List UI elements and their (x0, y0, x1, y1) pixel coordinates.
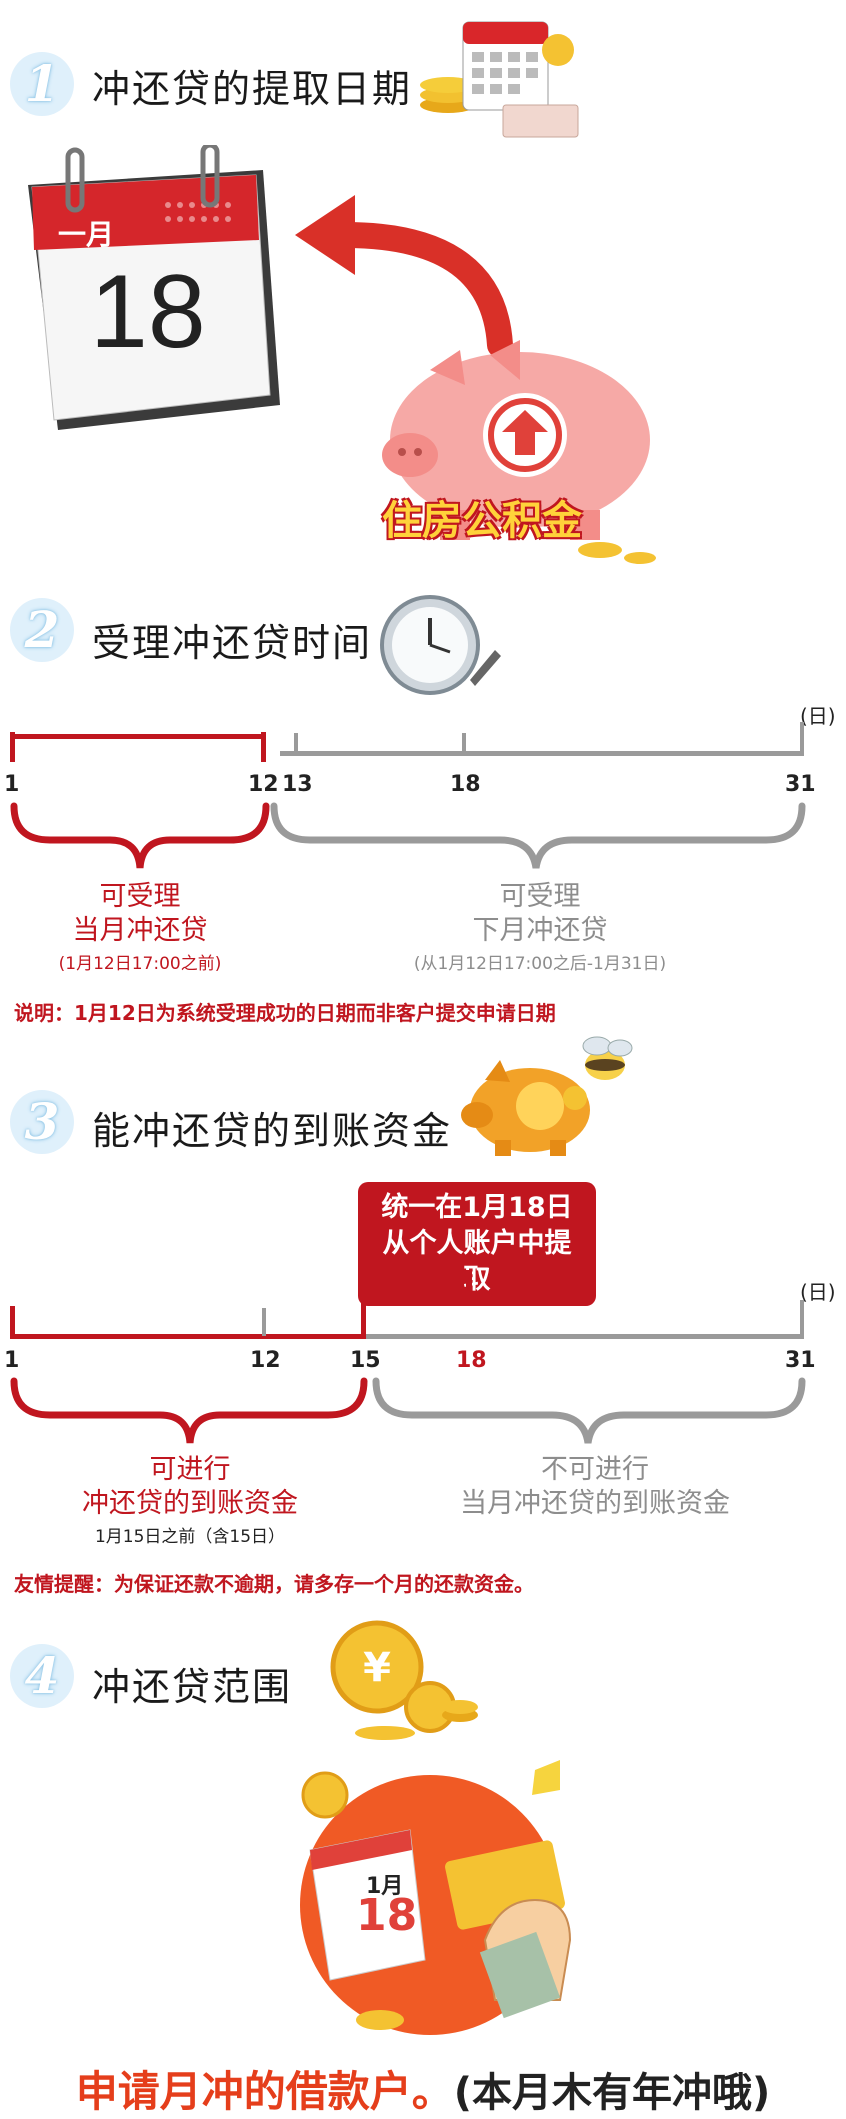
timeline-1-label-12: 12 (248, 772, 279, 797)
timeline-2-label-12: 12 (250, 1348, 281, 1373)
yen-coins-icon: ¥ (330, 1620, 478, 1740)
final-card-day: 18 (356, 1890, 418, 1941)
timeline-2-callout: 统一在1月18日 从个人账户中提取 (358, 1182, 596, 1306)
timeline-1-right-sub: (从1月12日17:00之后-1月31日) (413, 954, 667, 974)
timeline-1-label-1: 1 (4, 772, 20, 797)
timeline-1-tick-1 (10, 732, 15, 762)
timeline-1-tick-31 (800, 722, 804, 756)
timeline-2-note: 友情提醒：为保证还款不逾期，请多存一个月的还款资金。 (14, 1572, 534, 1596)
timeline-1-label-13: 13 (282, 772, 313, 797)
timeline-2-left-line1: 可进行 (149, 1454, 231, 1485)
timeline-1-label-31: 31 (785, 772, 816, 797)
timeline-2-red-bar (10, 1334, 366, 1339)
timeline-1-right-line1: 可受理 (499, 881, 581, 912)
section-3-number: 3 (10, 1090, 74, 1154)
timeline-2-right-line2: 当月冲还贷的到账资金 (460, 1488, 730, 1519)
timeline-2-right-line1: 不可进行 (541, 1454, 649, 1485)
timeline-2-gray-bar (366, 1334, 804, 1339)
calendar-month: 一月 (58, 218, 115, 251)
curved-arrow-icon (295, 195, 513, 355)
timeline-1-left-brace (10, 802, 270, 869)
section-2-title: 受理冲还贷时间 (92, 621, 373, 665)
timeline-2-left-line2: 冲还贷的到账资金 (82, 1488, 298, 1519)
timeline-2-right-group: 不可进行 当月冲还贷的到账资金 (420, 1453, 770, 1521)
timeline-2-callout-line1: 统一在1月18日 (381, 1192, 573, 1223)
timeline-2-left-sub: 1月15日之前（含15日） (94, 1527, 286, 1547)
piggy-label: 住房公积金 (382, 498, 582, 544)
final-main-text: 申请月冲的借款户。 (75, 2067, 454, 2116)
timeline-1-left-group: 可受理 当月冲还贷 (1月12日17:00之前) (0, 880, 280, 976)
final-card-month: 1月 (366, 1874, 404, 1899)
final-illustration: 1月 18 (270, 1740, 600, 2040)
timeline-1-right-line2: 下月冲还贷 (472, 915, 608, 946)
svg-text:¥: ¥ (363, 1645, 391, 1691)
section-1-number: 1 (10, 52, 74, 116)
piggy-yen-bee-icon (461, 1036, 633, 1156)
timeline-2-tick-31 (800, 1300, 804, 1338)
section-4-number: 4 (10, 1644, 74, 1708)
big-calendar: 一月 18 (18, 145, 288, 435)
timeline-2-left-brace (10, 1377, 368, 1444)
piggy-bank: 住房公积金 (370, 340, 660, 570)
timeline-1-left-sub: (1月12日17:00之前) (58, 954, 222, 974)
section-2-number: 2 (10, 598, 74, 662)
calendar-coins-icon (420, 21, 579, 138)
timeline-1-tick-18 (462, 733, 466, 755)
timeline-2-label-15: 15 (350, 1348, 381, 1373)
timeline-2-right-brace (372, 1377, 806, 1444)
clock-icon (380, 595, 501, 695)
timeline-1-left-line1: 可受理 (99, 881, 181, 912)
timeline-1-tick-13 (294, 733, 298, 755)
timeline-1-gray-bar (280, 751, 804, 756)
timeline-1-tick-12 (261, 732, 266, 762)
timeline-1-red-bar (10, 734, 266, 739)
timeline-1-note: 说明：1月12日为系统受理成功的日期而非客户提交申请日期 (14, 1001, 556, 1025)
calendar-day: 18 (90, 254, 206, 370)
timeline-2-callout-line2: 从个人账户中提取 (382, 1228, 572, 1295)
timeline-2-label-1: 1 (4, 1348, 20, 1373)
timeline-2-label-31: 31 (785, 1348, 816, 1373)
section-1-title: 冲还贷的提取日期 (92, 67, 413, 111)
final-paren-text: (本月木有年冲哦) (453, 2070, 771, 2116)
timeline-2-tick-15 (361, 1296, 366, 1338)
final-statement: 申请月冲的借款户。(本月木有年冲哦) (0, 2058, 846, 2119)
timeline-2-left-group: 可进行 冲还贷的到账资金 1月15日之前（含15日） (20, 1453, 360, 1549)
timeline-2-tick-12 (262, 1308, 266, 1336)
timeline-1-label-18: 18 (450, 772, 481, 797)
timeline-2-unit: (日) (800, 1280, 836, 1304)
section-3-title: 能冲还贷的到账资金 (92, 1109, 453, 1153)
timeline-1-right-group: 可受理 下月冲还贷 (从1月12日17:00之后-1月31日) (370, 880, 710, 976)
timeline-1-right-brace (270, 802, 806, 869)
timeline-1-unit: (日) (800, 704, 836, 728)
timeline-2-label-18: 18 (456, 1348, 487, 1373)
timeline-1-left-line2: 当月冲还贷 (72, 915, 208, 946)
timeline-2-tick-1 (10, 1306, 15, 1338)
section-4-title: 冲还贷范围 (92, 1665, 293, 1709)
timeline-2-callout-pointer (466, 1270, 472, 1306)
